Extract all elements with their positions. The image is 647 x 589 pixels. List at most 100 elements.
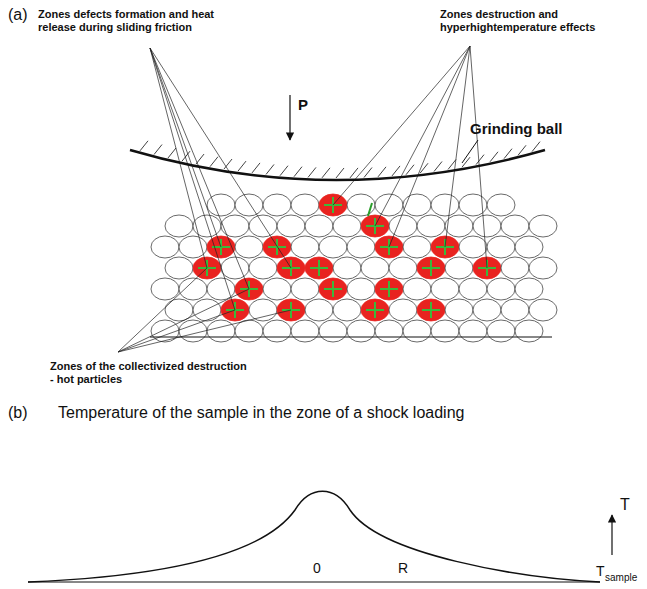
ball-leader [462, 140, 478, 163]
hatch-stroke [490, 152, 498, 162]
hatch-stroke [196, 154, 204, 164]
hot-particle-cross [366, 302, 384, 318]
leader-line [118, 310, 235, 352]
hatch-stroke [252, 163, 260, 173]
particle [277, 215, 305, 237]
particle [459, 278, 487, 300]
leader-line [150, 48, 235, 310]
leader-line [118, 289, 249, 352]
leader-line [150, 48, 221, 247]
hot-particle-cross [324, 281, 342, 297]
particle [305, 215, 333, 237]
panel-letter: (b) [8, 404, 38, 422]
hot-particle-cross [310, 260, 328, 276]
hatch-stroke [434, 162, 442, 172]
particle [487, 194, 515, 216]
particle [445, 257, 473, 279]
hatch-stroke [322, 168, 330, 178]
hatch-stroke [350, 168, 358, 178]
grinding-ball-outline [130, 150, 545, 180]
hatch-stroke [154, 145, 162, 155]
hot-particle-cross [422, 302, 440, 318]
particle [417, 299, 445, 321]
particle [515, 278, 543, 300]
axis-label: T [620, 496, 640, 514]
particle [193, 215, 221, 237]
particle [459, 320, 487, 342]
particle [501, 257, 529, 279]
particle [403, 320, 431, 342]
temperature-curve [28, 491, 600, 582]
particle [389, 299, 417, 321]
hatch-stroke [168, 148, 176, 158]
particle [333, 257, 361, 279]
axis-tick: R [398, 560, 418, 576]
particle [221, 215, 249, 237]
particle [221, 257, 249, 279]
leader-line [118, 310, 291, 352]
particle [249, 257, 277, 279]
leader-line [445, 46, 470, 247]
particle [179, 236, 207, 258]
hatch-stroke [266, 164, 274, 174]
hatch-stroke [280, 166, 288, 176]
hatch-stroke [462, 157, 470, 167]
hatch-stroke [518, 145, 526, 155]
axis-tick: 0 [313, 560, 333, 576]
particle [403, 236, 431, 258]
particle [235, 194, 263, 216]
particle-bed [151, 194, 557, 342]
leader-line [470, 46, 487, 268]
particle [361, 299, 389, 321]
hatch-stroke [294, 167, 302, 177]
particle [263, 236, 291, 258]
particle [249, 299, 277, 321]
leader-line [150, 48, 249, 289]
base-line [150, 337, 552, 338]
particle [529, 215, 557, 237]
particle [249, 215, 277, 237]
hatch-stroke [406, 165, 414, 175]
particle [473, 299, 501, 321]
particle [291, 236, 319, 258]
particle [263, 320, 291, 342]
particle [165, 215, 193, 237]
particle [361, 257, 389, 279]
particle [305, 299, 333, 321]
particle [403, 278, 431, 300]
particle [347, 194, 375, 216]
particle [389, 215, 417, 237]
leader-line [150, 48, 291, 268]
particle [529, 299, 557, 321]
particle [431, 278, 459, 300]
annotation: Zones defects formation and heat release… [38, 8, 238, 33]
leader-line [118, 268, 207, 352]
particle [515, 236, 543, 258]
particle [487, 320, 515, 342]
particle [417, 257, 445, 279]
particle [375, 320, 403, 342]
crack-mark [368, 203, 372, 216]
particle [347, 278, 375, 300]
particle [207, 320, 235, 342]
particle [487, 278, 515, 300]
particle [431, 194, 459, 216]
hatch-stroke [420, 163, 428, 173]
particle [291, 194, 319, 216]
hatch-stroke [532, 142, 540, 152]
leader-lines [118, 46, 487, 352]
particle [347, 236, 375, 258]
particle [165, 257, 193, 279]
particle [529, 257, 557, 279]
particle [291, 278, 319, 300]
annotation: Zones of the collectivized destruction -… [50, 360, 250, 385]
particle [389, 257, 417, 279]
particle [319, 236, 347, 258]
plot-baseline [28, 582, 600, 583]
particle [403, 194, 431, 216]
hatch-stroke [182, 151, 190, 161]
hatch-stroke [140, 141, 148, 151]
particle [151, 278, 179, 300]
particle [431, 320, 459, 342]
